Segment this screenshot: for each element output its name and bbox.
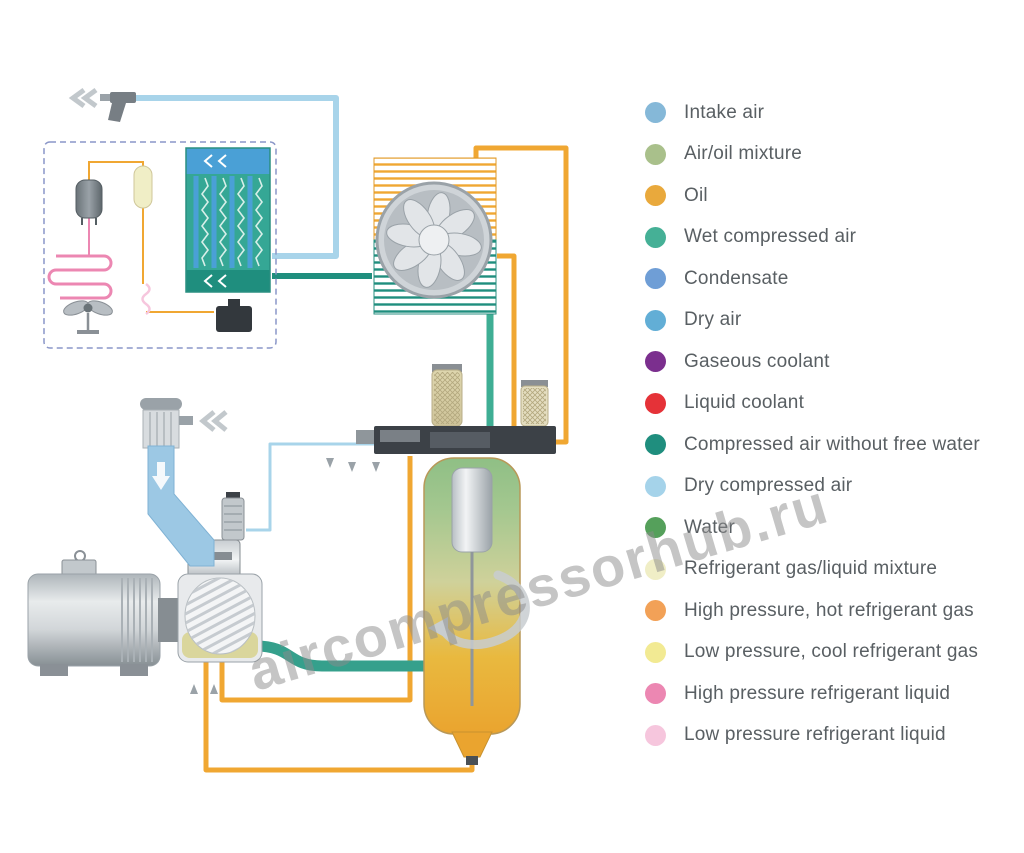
intake-funnel — [147, 445, 215, 567]
legend-item-label: Gaseous coolant — [684, 350, 830, 372]
legend-item-label: Dry air — [684, 309, 742, 330]
condensate-drain-arrows-icon — [326, 458, 380, 472]
cooler-fan — [375, 181, 493, 299]
dryer-heat-exchanger — [185, 147, 271, 293]
legend-color-dot — [645, 434, 666, 455]
legend-item-label: High pressure, hot refrigerant gas — [684, 599, 974, 621]
manifold-block — [326, 426, 556, 472]
legend-color-dot — [645, 309, 666, 331]
legend-color-dot — [645, 268, 666, 289]
electric-motor — [27, 550, 180, 676]
capillary-coil — [141, 282, 151, 316]
legend-item: Refrigerant gas/liquid mixture — [645, 558, 980, 580]
cooler-block — [373, 157, 497, 315]
legend-item-label: Liquid coolant — [684, 392, 805, 413]
oil-return-arrows-icon — [190, 684, 218, 694]
legend-item-label: Condensate — [684, 267, 789, 289]
legend-item-label: Oil — [684, 184, 708, 206]
legend-item: Wet compressed air — [645, 226, 980, 248]
legend-item: High pressure refrigerant liquid — [645, 683, 980, 704]
exchanger-flow-arrows-icon — [203, 154, 227, 288]
legend-color-dot — [645, 143, 666, 165]
legend-item: Oil — [645, 185, 980, 206]
pipe-dry-air-to-outlet — [134, 95, 339, 259]
oil-filter — [431, 364, 463, 427]
legend-item: Intake air — [645, 102, 980, 123]
pipe-air-oil-mixture — [250, 640, 430, 672]
legend-item-label: Wet compressed air — [684, 226, 857, 247]
legend-item-label: High pressure refrigerant liquid — [684, 682, 951, 704]
dryer-refrigerant-lines — [88, 161, 214, 313]
legend-color-dot — [645, 351, 666, 372]
legend-item-label: Air/oil mixture — [684, 143, 803, 164]
legend-item: Water — [645, 517, 980, 538]
intake-flow-arrows-icon — [199, 410, 228, 432]
legend-color-dot — [645, 185, 666, 206]
legend-color-dot — [645, 724, 666, 746]
dryer-compressor — [216, 299, 252, 332]
legend-item: Dry compressed air — [645, 475, 980, 497]
unloader-solenoid — [221, 492, 245, 541]
separator-vessel — [423, 457, 530, 765]
legend-item-label: Refrigerant gas/liquid mixture — [684, 558, 938, 579]
coupling — [158, 598, 180, 642]
legend-item-label: Compressed air without free water — [684, 433, 980, 455]
intake-filter — [140, 398, 228, 449]
legend-item: Low pressure refrigerant liquid — [645, 724, 980, 746]
condenser-fan — [63, 300, 113, 334]
refrigerant-filter — [133, 165, 153, 209]
legend-item: Dry air — [645, 309, 980, 331]
legend: Intake air Air/oil mixture Oil Wet compr… — [645, 102, 980, 746]
separator-filter — [520, 380, 549, 427]
legend-item: Condensate — [645, 268, 980, 289]
outlet-flow-arrows-icon — [68, 87, 98, 109]
legend-color-dot — [645, 226, 666, 248]
legend-color-dot — [645, 558, 666, 580]
legend-color-dot — [645, 600, 666, 621]
legend-item-label: Low pressure, cool refrigerant gas — [684, 641, 979, 662]
legend-color-dot — [645, 517, 666, 538]
screw-element — [177, 573, 263, 663]
legend-item: Compressed air without free water — [645, 434, 980, 455]
pipe-regulation-line — [246, 442, 376, 532]
condenser-coil — [47, 254, 113, 300]
vessel-swirl-arrow-icon — [428, 570, 530, 650]
legend-item: High pressure, hot refrigerant gas — [645, 600, 980, 621]
legend-item: Air/oil mixture — [645, 143, 980, 165]
refrigerant-receiver — [75, 179, 103, 225]
intake-down-arrow-icon — [152, 462, 170, 490]
legend-item-label: Low pressure refrigerant liquid — [684, 724, 946, 745]
legend-item-label: Water — [684, 516, 735, 538]
legend-item: Liquid coolant — [645, 392, 980, 414]
legend-color-dot — [645, 102, 666, 123]
legend-item: Gaseous coolant — [645, 351, 980, 372]
legend-item-label: Intake air — [684, 101, 765, 123]
legend-color-dot — [645, 392, 666, 414]
legend-item: Low pressure, cool refrigerant gas — [645, 641, 980, 663]
legend-color-dot — [645, 641, 666, 663]
legend-item-label: Dry compressed air — [684, 475, 853, 496]
dryer-boundary — [43, 141, 277, 349]
refrigerant-dryer — [43, 141, 277, 349]
legend-color-dot — [645, 683, 666, 704]
blow-gun — [68, 87, 136, 122]
separator-element — [451, 467, 493, 553]
legend-color-dot — [645, 475, 666, 497]
